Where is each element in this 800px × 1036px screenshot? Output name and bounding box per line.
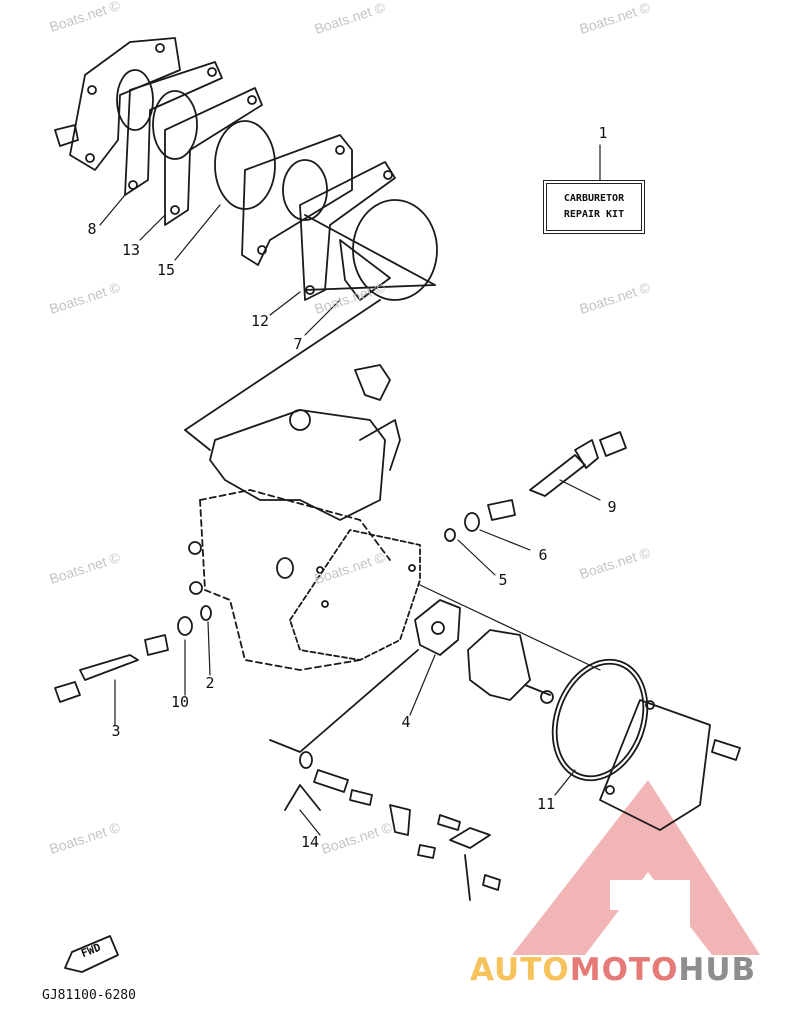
kit-label-line1: CARBURETOR <box>563 193 625 204</box>
diaphragm-part-7 <box>304 199 438 301</box>
pilot-screw-part-3 <box>54 654 139 703</box>
callout-11: 11 <box>536 795 556 813</box>
kit-label-line2: REPAIR KIT <box>563 209 625 220</box>
callout-6: 6 <box>538 546 548 564</box>
brand-logo-icon <box>512 780 760 955</box>
callout-10: 10 <box>170 693 190 711</box>
needle-valve-part-9 <box>529 431 627 497</box>
washer <box>177 616 193 636</box>
small-parts <box>389 804 501 901</box>
brand-wordmark: AUTOMOTOHUB <box>470 952 756 988</box>
spring-part-6 <box>464 499 516 532</box>
gasket-part-4 <box>414 599 461 656</box>
callout-1: 1 <box>598 124 608 142</box>
reference-code: GJ81100-6280 <box>42 988 136 1003</box>
brand-part-2: MOTO <box>569 952 679 988</box>
callout-14: 14 <box>300 833 320 851</box>
callout-5: 5 <box>498 571 508 589</box>
spacer-block <box>241 134 353 266</box>
cover-plate <box>599 699 741 831</box>
flange-plate-part-8 <box>54 37 181 171</box>
o-ring-part-2 <box>200 605 212 621</box>
body-plate <box>289 529 421 661</box>
brand-part-3: HUB <box>678 952 757 988</box>
spring-part-10 <box>144 634 169 656</box>
gasket-part-15 <box>164 87 276 226</box>
callout-3: 3 <box>111 722 121 740</box>
callout-12: 12 <box>250 312 270 330</box>
carburetor-body <box>184 299 401 671</box>
callout-2: 2 <box>205 674 215 692</box>
leader-lines <box>99 144 601 836</box>
diaphragm-part-11 <box>551 658 649 782</box>
callout-9: 9 <box>607 498 617 516</box>
o-ring-part-5 <box>444 528 456 542</box>
carburetor-repair-kit-label: CARBURETOR REPAIR KIT <box>546 183 642 231</box>
pump-cover <box>467 629 554 704</box>
callout-7: 7 <box>293 335 303 353</box>
callout-4: 4 <box>401 713 411 731</box>
fwd-arrow-icon <box>64 935 119 973</box>
callout-8: 8 <box>87 220 97 238</box>
callout-15: 15 <box>156 261 176 279</box>
callout-13: 13 <box>121 241 141 259</box>
jets-part-14 <box>269 649 419 811</box>
brand-part-1: AUTO <box>470 952 570 988</box>
